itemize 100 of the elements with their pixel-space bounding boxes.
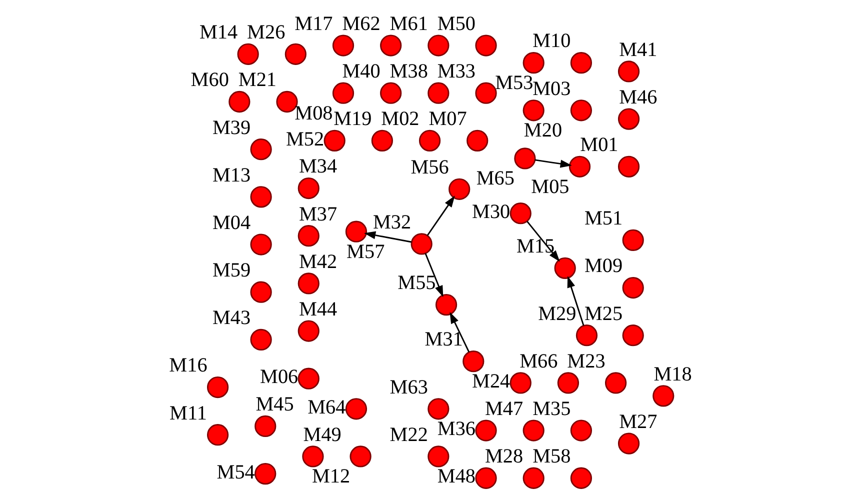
- node-circle: [617, 108, 640, 130]
- node-label: M36: [436, 418, 476, 440]
- node-circle: [622, 324, 644, 346]
- node-circle: [570, 420, 592, 442]
- arrow: [534, 159, 572, 168]
- node-label: M38: [389, 60, 428, 83]
- node-circle: [250, 281, 272, 303]
- node-label: M43: [212, 307, 250, 330]
- node-circle: [254, 415, 276, 438]
- node-circle: [297, 177, 319, 200]
- node-circle: [568, 156, 590, 178]
- node-label: M10: [532, 30, 570, 52]
- node-circle: [332, 82, 354, 104]
- node-label: M45: [255, 394, 294, 416]
- node-circle: [570, 52, 592, 74]
- node-label: M52: [285, 128, 324, 150]
- node-circle: [236, 43, 258, 65]
- node-circle: [349, 446, 371, 468]
- node-label: M61: [389, 12, 428, 35]
- node-label: M09: [584, 255, 622, 278]
- node-circle: [297, 368, 319, 390]
- node-label: M46: [618, 86, 657, 108]
- node-circle: [522, 467, 544, 489]
- node-circle: [448, 178, 470, 200]
- arrow: [426, 196, 454, 236]
- node-circle: [297, 320, 319, 342]
- node-circle: [370, 130, 392, 152]
- node-label: M27: [618, 410, 657, 433]
- node-label: M08: [294, 102, 332, 124]
- node-label: M48: [436, 466, 476, 488]
- node-circle: [474, 420, 496, 442]
- node-label: M32: [372, 211, 411, 234]
- node-circle: [522, 100, 544, 122]
- node-circle: [250, 186, 272, 208]
- node-label: M16: [168, 354, 207, 377]
- node-circle: [344, 398, 367, 420]
- node-label: M25: [584, 302, 622, 325]
- node-circle: [474, 82, 496, 104]
- node-circle: [652, 385, 674, 407]
- node-circle: [206, 376, 228, 398]
- node-circle: [617, 432, 640, 454]
- node-label: M20: [523, 120, 562, 142]
- node-circle: [302, 446, 324, 468]
- node-circle: [434, 294, 457, 316]
- node-circle: [617, 156, 640, 178]
- node-circle: [284, 43, 306, 65]
- node-label: M37: [298, 203, 337, 226]
- node-label: M53: [494, 72, 533, 94]
- node-label: M04: [212, 212, 250, 234]
- node-label: M58: [532, 446, 570, 468]
- node-label: M64: [307, 396, 346, 419]
- node-circle: [380, 34, 402, 56]
- node-circle: [427, 398, 449, 420]
- node-circle: [410, 233, 432, 255]
- node-label: M06: [260, 366, 298, 388]
- node-circle: [297, 272, 319, 294]
- node-circle: [250, 328, 272, 350]
- node-label: M44: [298, 298, 337, 320]
- node-circle: [522, 420, 544, 442]
- node-label: M62: [342, 12, 380, 35]
- node-circle: [418, 130, 440, 152]
- arrow: [364, 231, 412, 243]
- node-circle: [427, 34, 449, 56]
- node-label: M24: [472, 370, 510, 393]
- arrow: [449, 312, 470, 352]
- node-label: M33: [436, 60, 476, 83]
- node-label: M60: [190, 69, 228, 92]
- node-label: M18: [653, 363, 692, 386]
- node-circle: [474, 467, 496, 489]
- node-label: M30: [472, 200, 510, 223]
- node-label: M50: [436, 12, 476, 35]
- node-circle: [250, 138, 272, 160]
- node-circle: [206, 424, 228, 446]
- node-circle: [228, 90, 250, 113]
- node-label: M34: [298, 156, 337, 178]
- node-label: M26: [246, 22, 285, 44]
- node-circle: [604, 372, 626, 394]
- node-circle: [344, 220, 367, 242]
- node-circle: [509, 372, 531, 394]
- arrow: [566, 276, 584, 326]
- node-label: M66: [519, 350, 558, 372]
- node-circle: [254, 462, 276, 485]
- node-label: M21: [238, 69, 276, 92]
- node-circle: [427, 82, 449, 104]
- node-label: M40: [342, 60, 380, 83]
- node-label: M23: [566, 350, 605, 372]
- node-label: M56: [410, 156, 448, 179]
- node-label: M41: [618, 38, 657, 61]
- node-label: M29: [538, 302, 576, 325]
- node-label: M17: [294, 12, 332, 35]
- node-circle: [462, 350, 484, 372]
- node-label: M02: [380, 108, 419, 130]
- node-label: M35: [532, 398, 570, 420]
- node-label: M19: [333, 108, 372, 130]
- node-circle: [466, 130, 488, 152]
- node-circle: [575, 324, 598, 346]
- node-label: M12: [311, 466, 350, 488]
- node-circle: [556, 372, 579, 394]
- node-label: M63: [389, 376, 428, 398]
- node-label: M49: [302, 424, 341, 446]
